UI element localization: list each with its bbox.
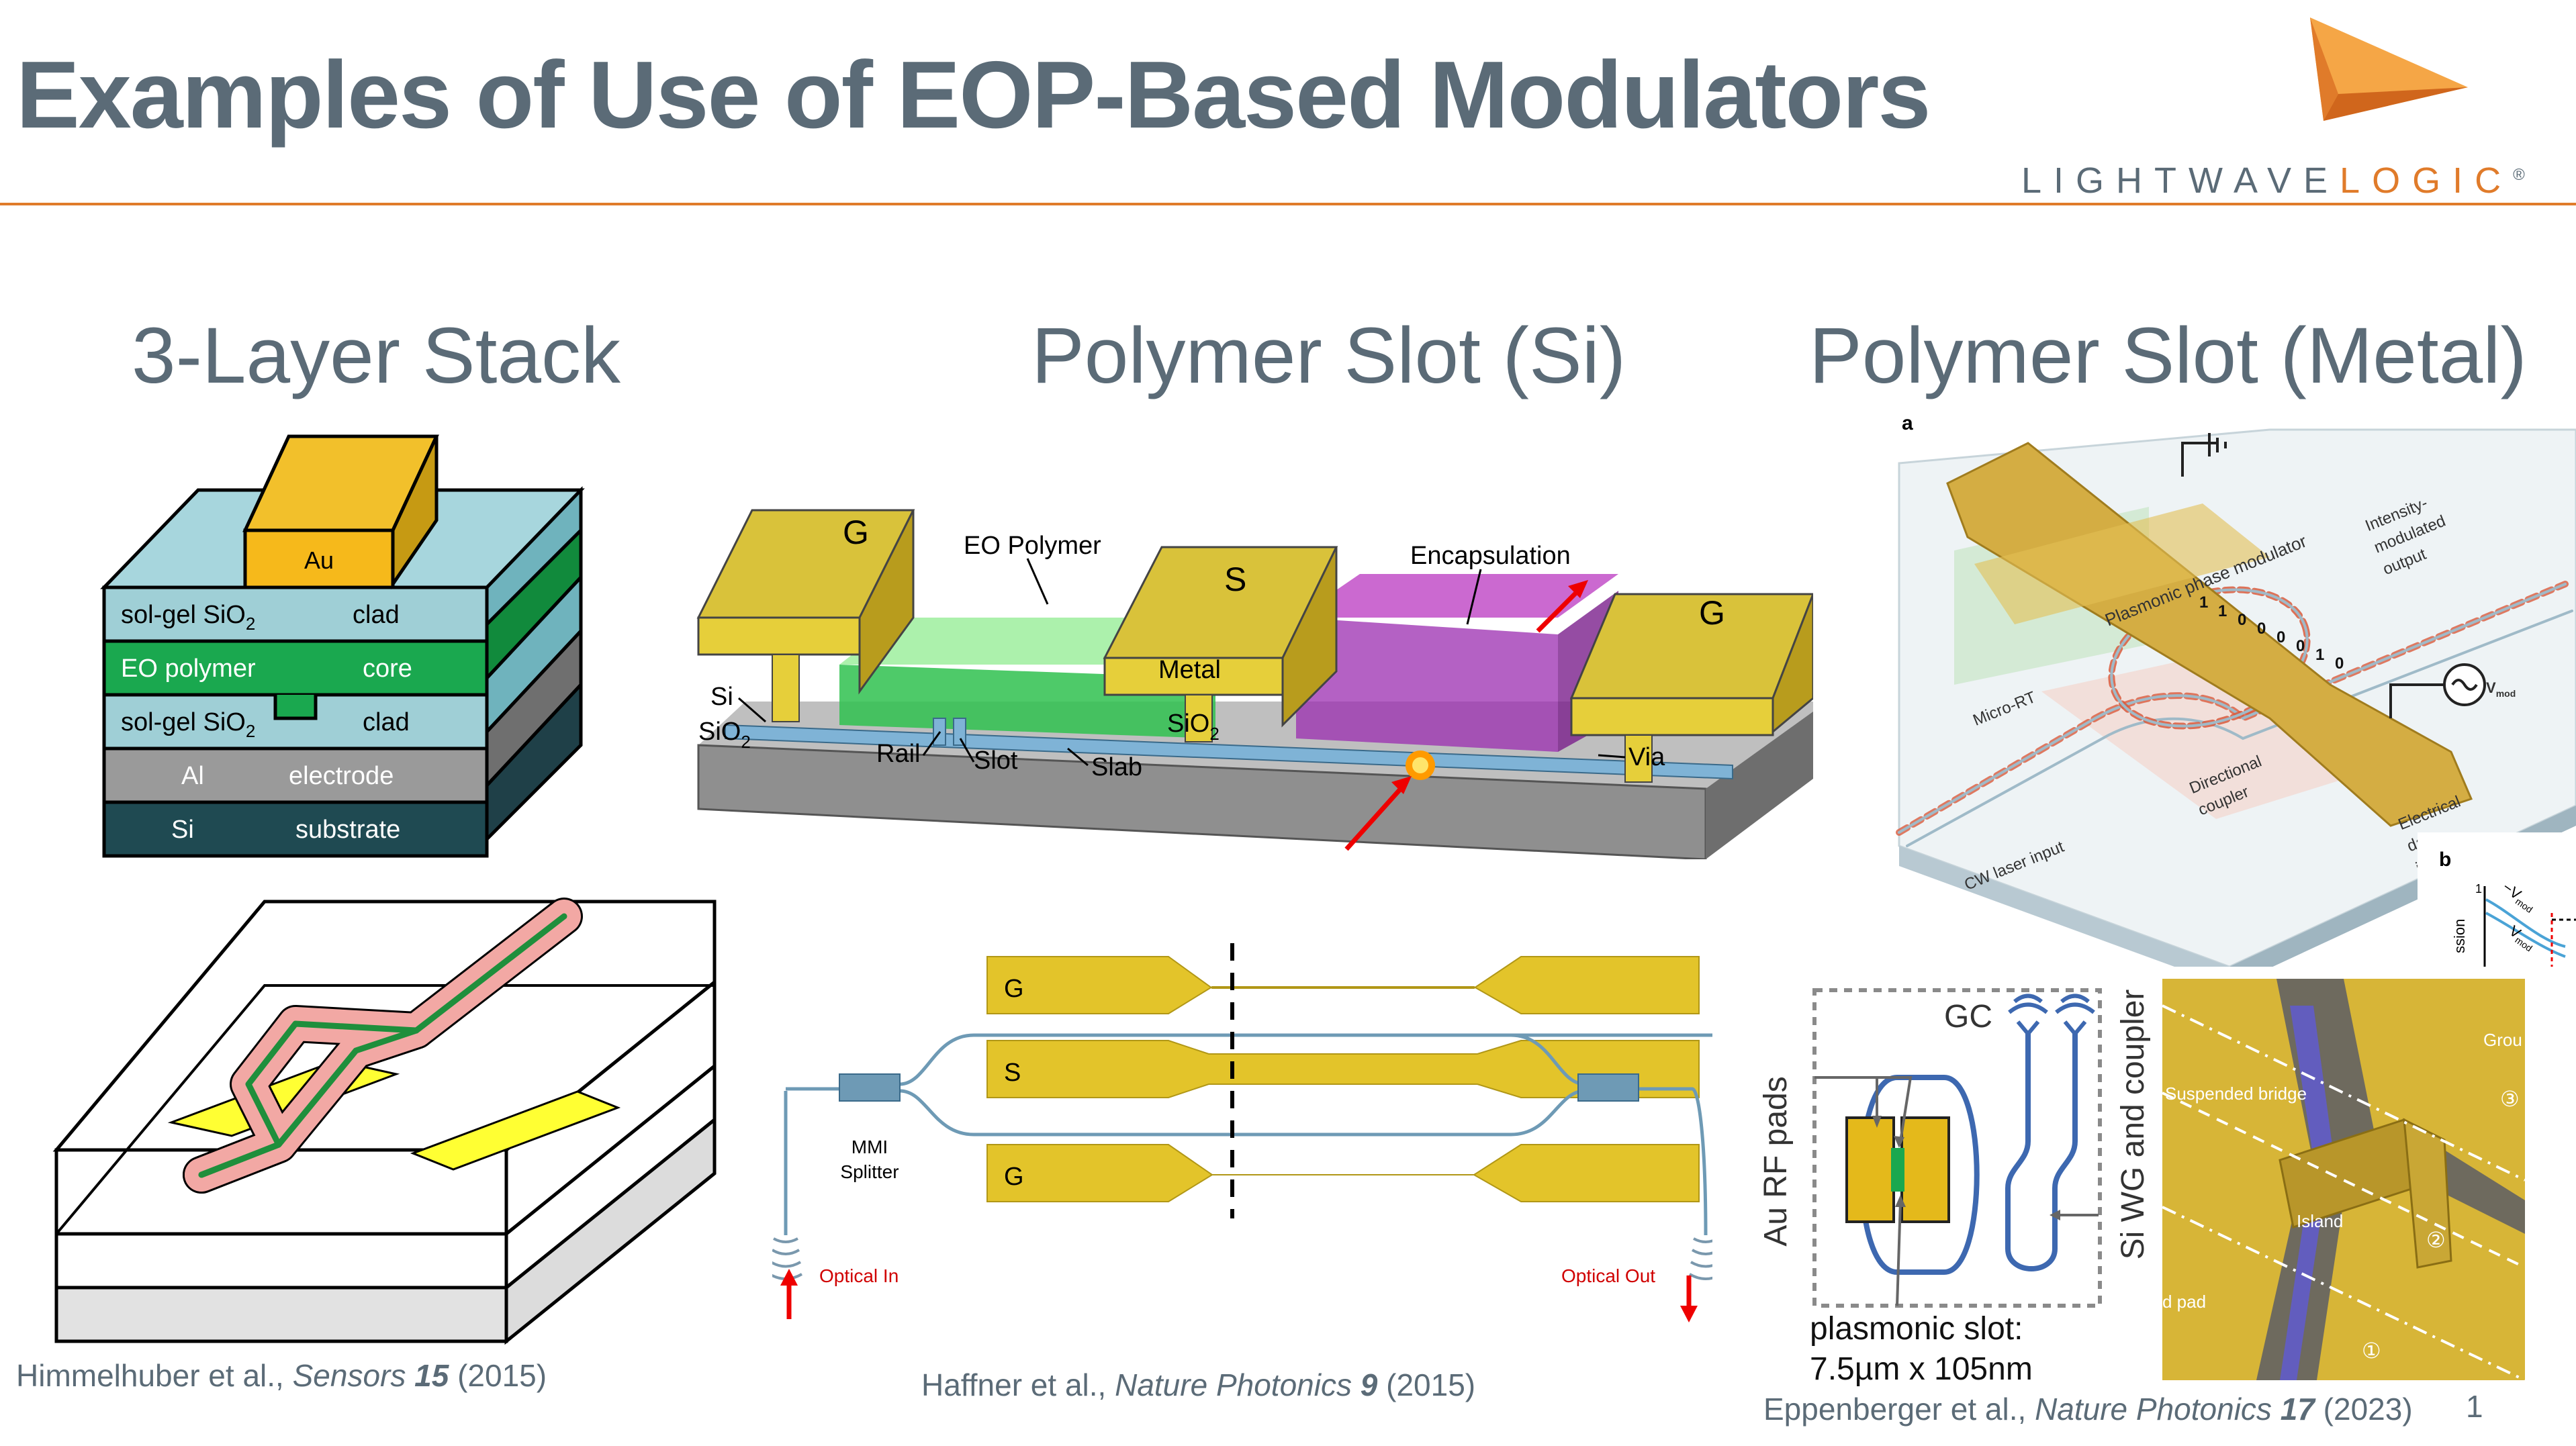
svg-text:0: 0 <box>2276 628 2285 646</box>
rf-pad-left <box>1845 1116 1895 1223</box>
label-s-mid: S <box>1004 1059 1021 1087</box>
label-plasmonic-slot: plasmonic slot: <box>1810 1311 2023 1347</box>
logo-text-right: LOGIC <box>2340 160 2514 201</box>
metal-ring-schematic: Au RF pads GC plasmonic slot: 7.5µm x 10… <box>1759 988 2102 1387</box>
label-rail: Rail <box>876 740 920 768</box>
sem-marker-1: ① <box>2362 1339 2381 1363</box>
label-slab: Slab <box>1091 753 1142 781</box>
svg-text:1: 1 <box>2218 602 2227 620</box>
label-sio2-base: SiO2 <box>698 718 751 752</box>
logo-mark-icon <box>2310 17 2468 121</box>
svg-text:0: 0 <box>2335 655 2344 673</box>
label-plasmonic-slot-size: 7.5µm x 105nm <box>1810 1351 2033 1387</box>
column-title-si: Polymer Slot (Si) <box>1031 311 1626 400</box>
label-encapsulation: Encapsulation <box>1410 542 1571 570</box>
graph-one-label: 1 <box>2475 882 2482 896</box>
label-optical-in: Optical In <box>819 1265 899 1286</box>
label-s: S <box>1224 561 1246 598</box>
svg-text:1: 1 <box>2315 646 2324 664</box>
citation-metal: Eppenberger et al., Nature Photonics 17 … <box>1763 1392 2413 1427</box>
label-si: Si <box>710 683 733 711</box>
label-gc: GC <box>1944 999 1992 1034</box>
rf-pad-right <box>1900 1116 1950 1223</box>
si-slot-cross-section: G EO Polymer S Encapsulation G Metal SiO… <box>696 509 1813 859</box>
label-optical-out: Optical Out <box>1561 1265 1655 1286</box>
panel-label-b: b <box>2439 849 2451 871</box>
label-via: Via <box>1628 743 1665 771</box>
svg-text:0: 0 <box>2296 637 2305 655</box>
label-slot: Slot <box>974 746 1018 775</box>
sem-label-pad: d pad <box>2162 1292 2206 1312</box>
ground-symbol-icon <box>2208 433 2227 456</box>
sem-micrograph: Suspended bridge Island d pad Grou ③ ② ① <box>2162 979 2525 1380</box>
svg-text:1: 1 <box>2199 593 2208 612</box>
mmi-splitter-right <box>1577 1073 1639 1102</box>
layer-3-right: clad <box>363 708 410 736</box>
label-v-mod: Vmod <box>2486 679 2516 699</box>
label-sio2-block: SiO2 <box>1167 710 1220 744</box>
sem-marker-2: ② <box>2426 1228 2446 1252</box>
label-mmi: MMI <box>852 1137 888 1157</box>
svg-text:0: 0 <box>2257 620 2266 638</box>
stack-mzm-3d-diagram <box>52 898 717 1345</box>
layer-1-left: sol-gel SiO2 <box>121 601 255 634</box>
layer-5-right: substrate <box>295 816 400 844</box>
svg-text:Si WG and coupler: Si WG and coupler <box>2115 990 2151 1260</box>
layer-2-left: EO polymer <box>121 655 256 683</box>
label-g-bottom: G <box>1004 1163 1024 1191</box>
page-number: 1 <box>2466 1389 2483 1424</box>
metal-device-rendering: Plasmonic phase modulator 1 1 0 0 0 0 1 … <box>1896 412 2576 967</box>
layer-4-right: electrode <box>289 762 394 790</box>
sem-label-grou: Grou <box>2483 1030 2522 1050</box>
layer-2-right: core <box>363 655 412 683</box>
graph-axis-label: ssion <box>2451 919 2468 953</box>
title-divider <box>0 203 2576 205</box>
logo-registered-mark: ® <box>2513 166 2525 184</box>
mmi-splitter-left <box>839 1073 901 1102</box>
label-g-right: G <box>1699 594 1725 632</box>
label-g-left: G <box>843 514 869 551</box>
company-logo: LIGHTWAVELOGIC® <box>2021 160 2525 201</box>
label-splitter: Splitter <box>840 1161 899 1182</box>
layer-1-right: clad <box>353 601 400 629</box>
label-g-top: G <box>1004 975 1024 1003</box>
light-in-arrow-icon <box>1344 782 1407 851</box>
label-eo-polymer: EO Polymer <box>964 532 1101 560</box>
citation-stack: Himmelhuber et al., Sensors 15 (2015) <box>16 1358 547 1393</box>
light-out-arrow-icon <box>1536 585 1583 633</box>
grating-coupler-icons <box>2008 994 2095 1037</box>
grating-coupler-right-icon <box>1688 1237 1712 1280</box>
label-au-rf-pads: Au RF pads <box>1759 1076 1794 1246</box>
au-label: Au <box>304 546 334 574</box>
label-metal: Metal <box>1158 656 1221 684</box>
layer-4-left: Al <box>181 762 204 790</box>
layer-5-left: Si <box>171 816 194 844</box>
layer-3-left: sol-gel SiO2 <box>121 708 255 741</box>
panel-label-a: a <box>1902 412 1913 434</box>
stack-layer-diagram: Au sol-gel SiO2 clad EO polymer core sol… <box>100 434 585 858</box>
bit-sequence: 1 1 0 0 0 0 1 0 <box>2199 593 2344 673</box>
sem-label-island: Island <box>2297 1211 2343 1231</box>
si-mzm-top-view: G S G MMI Splitter Optical In Optical Ou… <box>772 943 1712 1322</box>
sem-label-suspended: Suspended bridge <box>2165 1083 2307 1104</box>
sem-marker-3: ③ <box>2500 1087 2520 1111</box>
si-wg-label: Si WG and coupler <box>2115 990 2151 1260</box>
svg-text:0: 0 <box>2238 611 2246 629</box>
slide-title: Examples of Use of EOP-Based Modulators <box>16 42 1931 148</box>
column-title-metal: Polymer Slot (Metal) <box>1809 311 2527 400</box>
column-title-stack: 3-Layer Stack <box>132 311 620 400</box>
logo-text-left: LIGHTWAVE <box>2021 160 2340 201</box>
citation-si: Haffner et al., Nature Photonics 9 (2015… <box>921 1367 1476 1402</box>
